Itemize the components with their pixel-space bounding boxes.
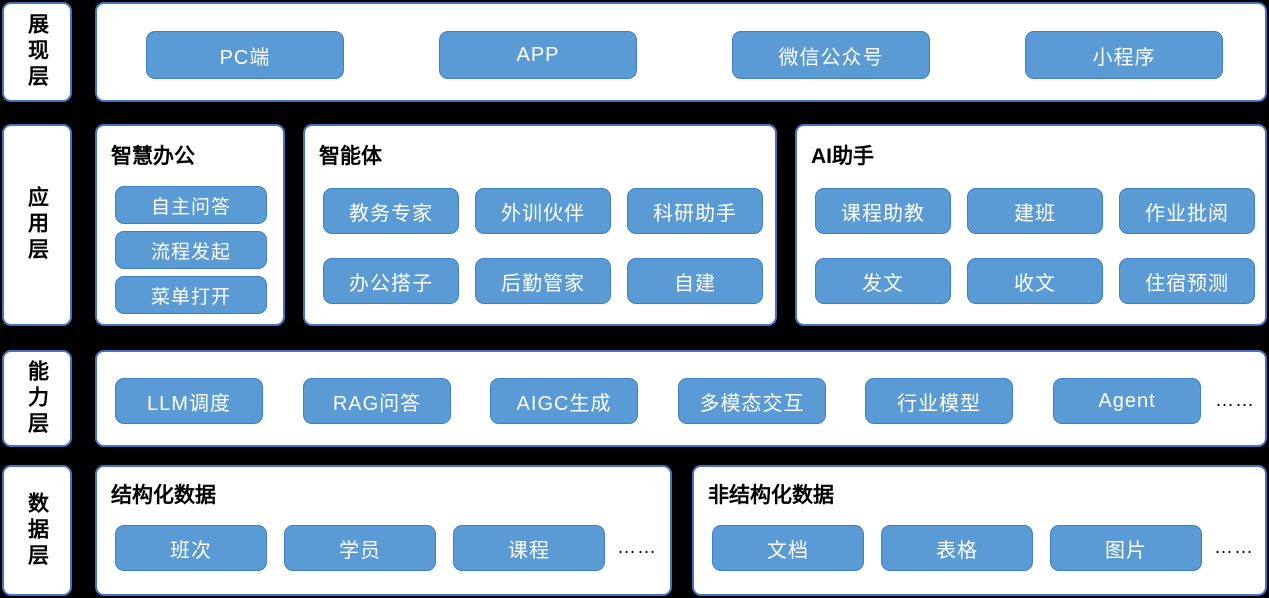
presentation-layer-panel: PC端 APP 微信公众号 小程序	[95, 2, 1267, 102]
structured-data-item-class[interactable]: 班次	[115, 525, 267, 571]
group-title-structured-data: 结构化数据	[111, 484, 216, 507]
layer-label-data: 数据层	[2, 465, 72, 596]
presentation-item-app[interactable]: APP	[439, 31, 637, 79]
capability-item-rag-qa[interactable]: RAG问答	[303, 378, 451, 424]
smart-office-item-menu-open[interactable]: 菜单打开	[115, 276, 267, 314]
data-group-unstructured: 非结构化数据 文档 表格 图片 ……	[692, 465, 1267, 596]
ai-assistant-item-homework-review[interactable]: 作业批阅	[1119, 188, 1255, 234]
layer-label-data-text: 数据层	[25, 491, 49, 570]
layer-label-application-text: 应用层	[25, 186, 49, 264]
capability-item-industry-model[interactable]: 行业模型	[865, 378, 1013, 424]
capability-item-agent[interactable]: Agent	[1053, 378, 1201, 424]
agent-item-logistics-steward[interactable]: 后勤管家	[475, 258, 611, 304]
layer-label-presentation: 展现层	[2, 2, 72, 102]
agent-item-training-partner[interactable]: 外训伙伴	[475, 188, 611, 234]
group-title-agent: 智能体	[319, 145, 382, 168]
ai-assistant-item-create-class[interactable]: 建班	[967, 188, 1103, 234]
ai-assistant-item-course-ta[interactable]: 课程助教	[815, 188, 951, 234]
agent-item-self-built[interactable]: 自建	[627, 258, 763, 304]
capability-ellipsis: ……	[1215, 390, 1255, 411]
application-group-smart-office: 智慧办公 自主问答 流程发起 菜单打开	[95, 124, 285, 326]
agent-item-academic-expert[interactable]: 教务专家	[323, 188, 459, 234]
unstructured-data-ellipsis: ……	[1214, 537, 1254, 558]
structured-data-item-student[interactable]: 学员	[284, 525, 436, 571]
unstructured-data-item-document[interactable]: 文档	[712, 525, 864, 571]
ai-assistant-item-receive-document[interactable]: 收文	[967, 258, 1103, 304]
ai-assistant-item-send-document[interactable]: 发文	[815, 258, 951, 304]
data-group-structured: 结构化数据 班次 学员 课程 ……	[95, 465, 672, 596]
layer-label-capability-text: 能力层	[25, 359, 49, 438]
structured-data-ellipsis: ……	[617, 537, 657, 558]
smart-office-item-self-qa[interactable]: 自主问答	[115, 186, 267, 224]
presentation-item-pc[interactable]: PC端	[146, 31, 344, 79]
application-group-ai-assistant: AI助手 课程助教 建班 作业批阅 发文 收文 住宿预测	[795, 124, 1267, 326]
capability-layer-panel: LLM调度 RAG问答 AIGC生成 多模态交互 行业模型 Agent ……	[95, 350, 1267, 447]
structured-data-item-course[interactable]: 课程	[453, 525, 605, 571]
unstructured-data-item-image[interactable]: 图片	[1050, 525, 1202, 571]
layer-label-application: 应用层	[2, 124, 72, 326]
ai-assistant-item-accommodation-forecast[interactable]: 住宿预测	[1119, 258, 1255, 304]
presentation-item-wechat-official[interactable]: 微信公众号	[732, 31, 930, 79]
unstructured-data-item-spreadsheet[interactable]: 表格	[881, 525, 1033, 571]
agent-item-research-assistant[interactable]: 科研助手	[627, 188, 763, 234]
capability-item-aigc-generation[interactable]: AIGC生成	[490, 378, 638, 424]
group-title-unstructured-data: 非结构化数据	[708, 484, 834, 507]
capability-item-multimodal-interaction[interactable]: 多模态交互	[678, 378, 826, 424]
smart-office-item-process-start[interactable]: 流程发起	[115, 231, 267, 269]
group-title-smart-office: 智慧办公	[111, 145, 195, 168]
application-group-agent: 智能体 教务专家 外训伙伴 科研助手 办公搭子 后勤管家 自建	[303, 124, 777, 326]
capability-item-llm-scheduling[interactable]: LLM调度	[115, 378, 263, 424]
presentation-item-miniprogram[interactable]: 小程序	[1025, 31, 1223, 79]
layer-label-capability: 能力层	[2, 350, 72, 447]
layer-label-presentation-text: 展现层	[25, 13, 49, 91]
group-title-ai-assistant: AI助手	[811, 145, 874, 168]
agent-item-office-buddy[interactable]: 办公搭子	[323, 258, 459, 304]
